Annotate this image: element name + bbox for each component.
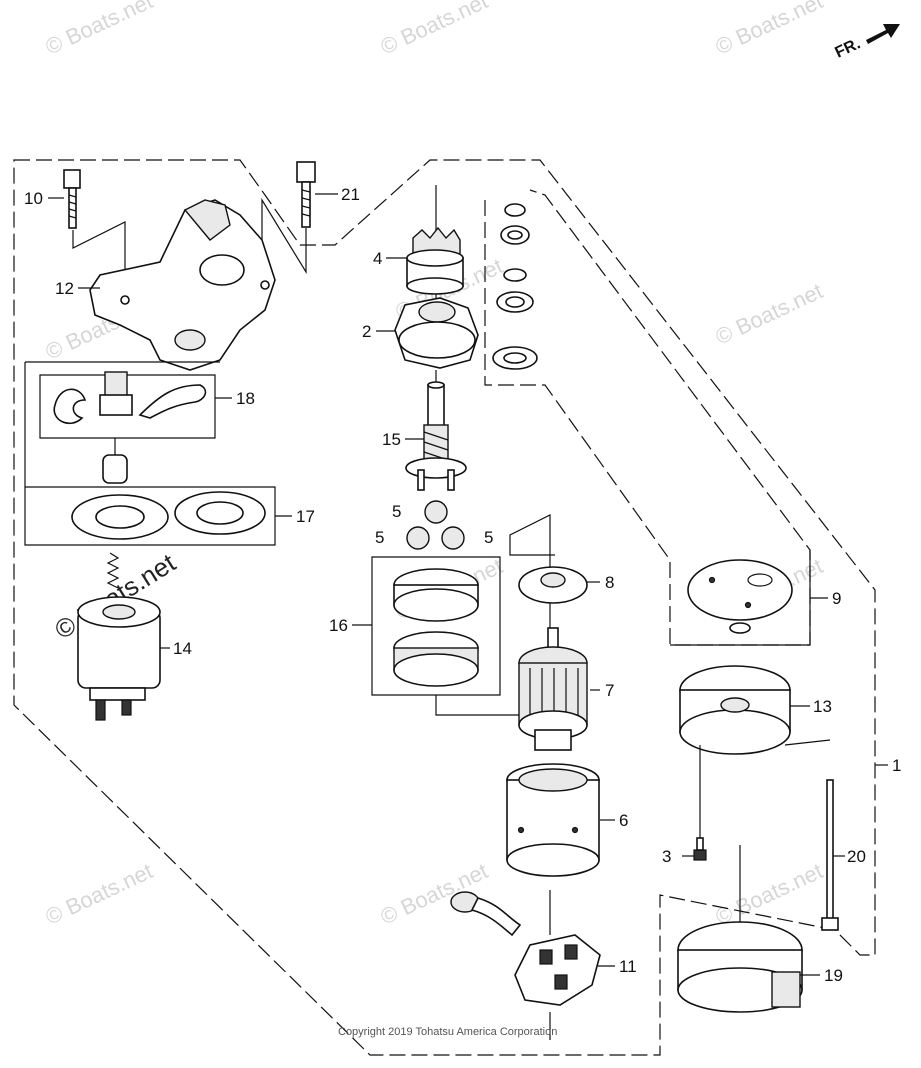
callout-20: 20 — [847, 847, 866, 866]
lever-parts-18 — [53, 371, 207, 484]
fr-arrow-icon — [866, 24, 900, 44]
end-cover-13 — [679, 665, 831, 840]
callout-2: 2 — [362, 322, 371, 341]
callout-19: 19 — [824, 966, 843, 985]
callout-5-right: 5 — [484, 528, 493, 547]
callout-16: 16 — [329, 616, 348, 635]
bolt-21 — [296, 161, 316, 228]
bolt-3 — [693, 837, 707, 861]
callout-10: 10 — [24, 189, 43, 208]
group-box-18 — [39, 374, 216, 439]
callout-11: 11 — [619, 957, 637, 976]
callout-8: 8 — [605, 573, 614, 592]
callout-4: 4 — [373, 249, 382, 268]
copyright-notice: Copyright 2019 Tohatsu America Corporati… — [338, 1026, 557, 1038]
callout-3: 3 — [662, 847, 671, 866]
ring-gear-16 — [393, 568, 479, 687]
callout-1: 1 — [892, 756, 901, 775]
solenoid-14 — [77, 552, 161, 721]
armature-7 — [518, 627, 588, 751]
watermark-3: © Boats.net — [712, 0, 827, 60]
callout-21: 21 — [341, 185, 360, 204]
callout-6: 6 — [619, 811, 628, 830]
watermark-2: © Boats.net — [377, 0, 492, 60]
fr-label: FR. — [833, 35, 864, 61]
plate-8 — [518, 566, 588, 604]
front-cover-2 — [394, 297, 479, 369]
box-16 — [371, 556, 501, 696]
callout-13: 13 — [813, 697, 832, 716]
drive-shaft-15 — [405, 381, 467, 491]
watermark-9: © Boats.net — [42, 858, 157, 929]
callout-leaders — [48, 193, 888, 976]
sub-boundary-inner — [484, 189, 811, 646]
callout-15: 15 — [382, 430, 401, 449]
yoke-6 — [506, 763, 600, 877]
callout-5-left: 5 — [375, 528, 384, 547]
callout-18: 18 — [236, 389, 255, 408]
watermark-6: © Boats.net — [712, 278, 827, 349]
front-direction-indicator: FR. — [833, 24, 900, 62]
callout-17: 17 — [296, 507, 315, 526]
callout-labels: 10 21 12 4 2 15 18 17 5 5 5 16 8 7 6 11 … — [24, 185, 901, 985]
callout-12: 12 — [55, 279, 74, 298]
washers-stack — [492, 203, 538, 370]
cap-19 — [677, 921, 803, 1013]
watermark-1: © Boats.net — [42, 0, 157, 60]
callout-14: 14 — [173, 639, 192, 658]
gear-housing-12 — [89, 199, 276, 371]
callout-5-top: 5 — [392, 502, 401, 521]
gaskets-17 — [71, 491, 266, 540]
callout-7: 7 — [605, 681, 614, 700]
watermark-11: © Boats.net — [712, 858, 827, 929]
brush-holder-11 — [450, 890, 601, 1040]
pinion-4 — [406, 226, 464, 295]
callout-9: 9 — [832, 589, 841, 608]
planetary-gears-5 — [406, 500, 465, 550]
assembly-boundary — [13, 159, 876, 1056]
group-box-17 — [24, 361, 276, 546]
bolt-10 — [63, 169, 81, 229]
plate-9 — [687, 559, 793, 634]
long-bolt-20 — [821, 779, 839, 931]
